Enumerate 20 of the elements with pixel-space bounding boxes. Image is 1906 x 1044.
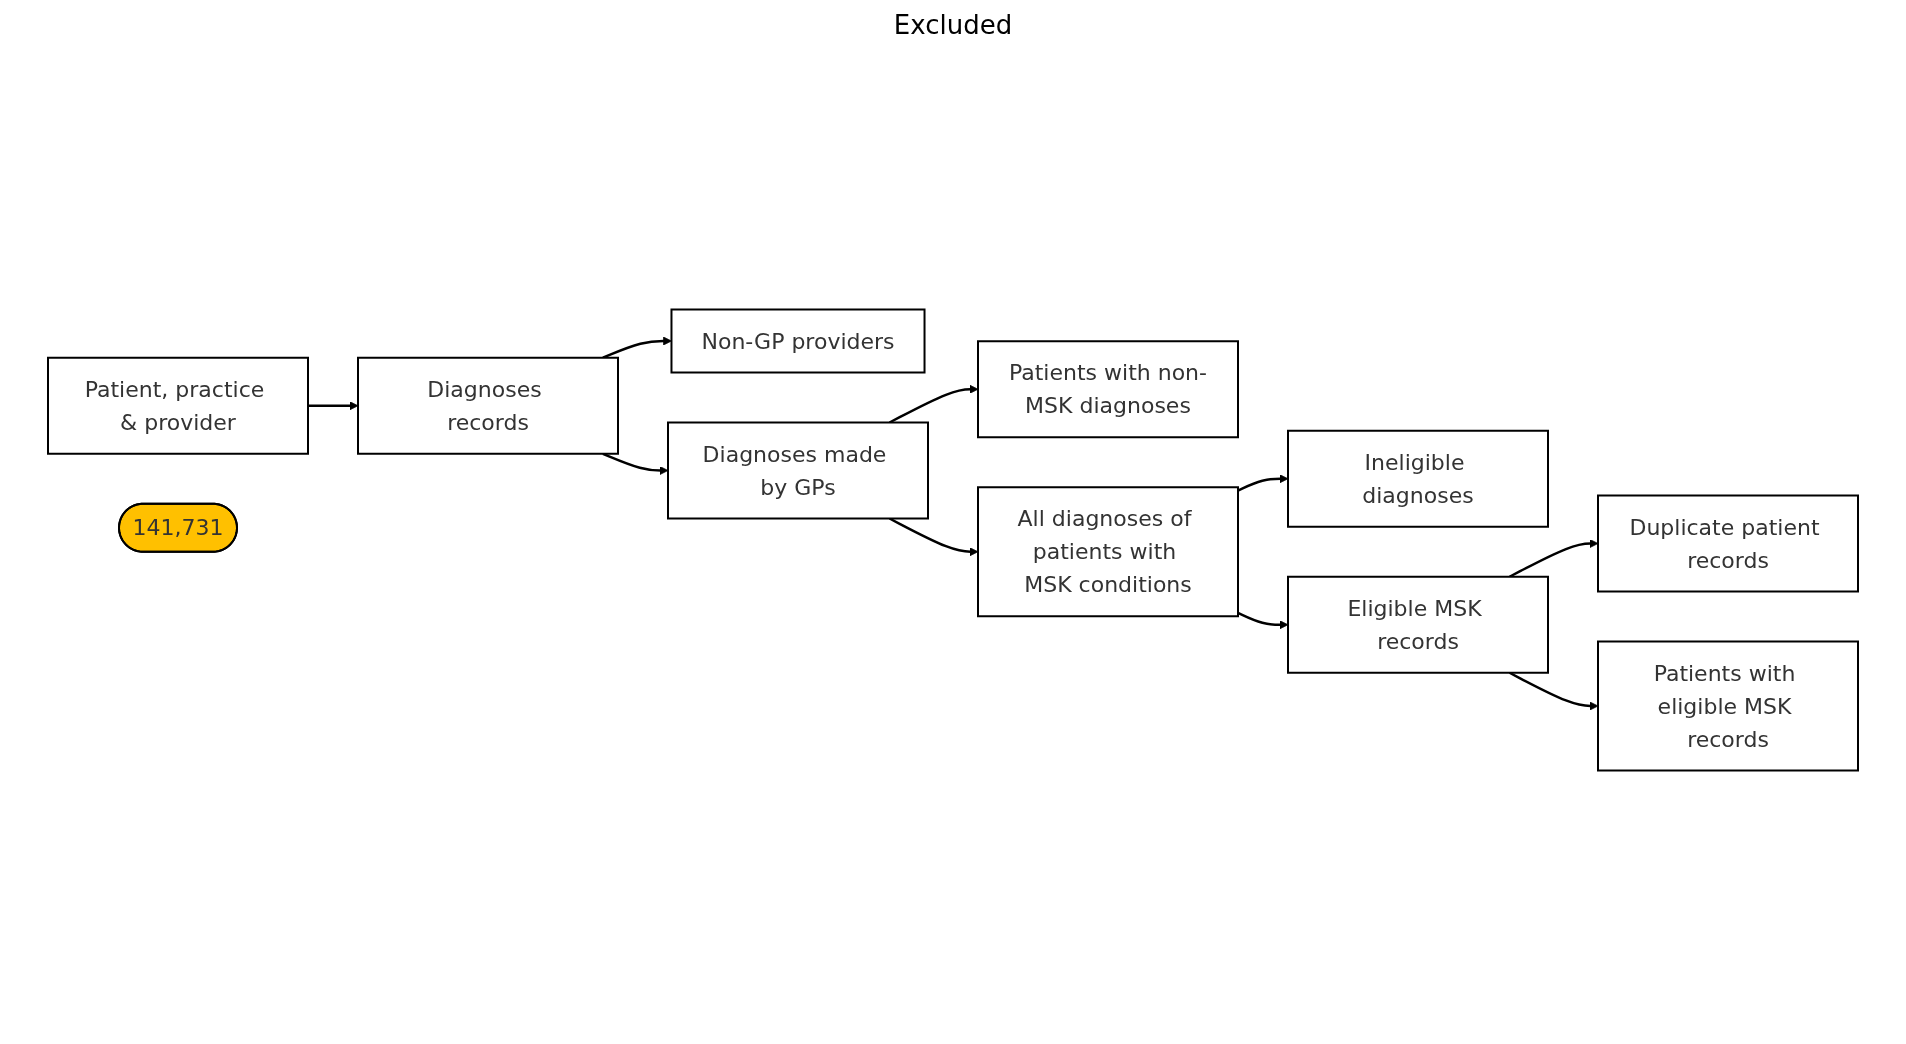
node-box: Diagnoses made by GPs xyxy=(667,421,929,520)
arrow xyxy=(1237,474,1289,492)
node-box: Duplicate patient records xyxy=(1597,494,1859,593)
arrow xyxy=(889,517,979,557)
node-box: Patients with eligible MSK records xyxy=(1597,640,1859,772)
node-box: Ineligible diagnoses xyxy=(1287,429,1549,528)
arrow xyxy=(889,384,979,424)
node-box: Patients with non-MSK diagnoses xyxy=(977,340,1239,439)
arrow xyxy=(1509,539,1599,578)
node-box: All diagnoses of patients with MSK conditions xyxy=(977,486,1239,618)
arrow xyxy=(1237,611,1289,630)
node-box: Patient, practice & provider xyxy=(47,356,309,455)
node-box: Non-GP providers xyxy=(670,308,926,374)
arrow xyxy=(602,336,672,359)
arrow xyxy=(602,452,669,475)
column-heading: Excluded xyxy=(893,10,1013,40)
arrow xyxy=(308,401,359,411)
node-box: Eligible MSK records xyxy=(1287,575,1549,674)
arrow xyxy=(1509,671,1599,711)
node-box: Diagnoses records xyxy=(357,356,619,455)
